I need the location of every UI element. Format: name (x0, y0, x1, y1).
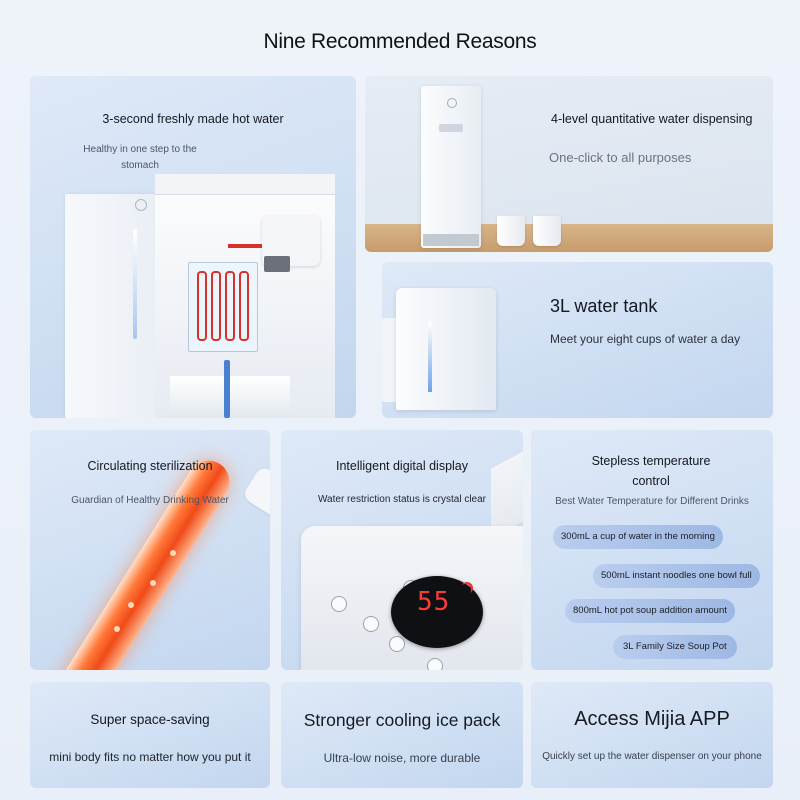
water-tank-image (396, 288, 496, 410)
card-title: Circulating sterilization (87, 459, 213, 473)
logo-icon (447, 98, 457, 108)
page-title: Nine Recommended Reasons (263, 30, 537, 53)
card-subtitle: mini body fits no matter how you put it (49, 750, 251, 764)
card-title: 3L water tank (550, 296, 658, 316)
card-space-saving: Super space-saving mini body fits no mat… (30, 682, 270, 788)
dispenser-image (421, 86, 481, 248)
card-title: Super space-saving (90, 712, 210, 727)
card-quantitative: 4-level quantitative water dispensing On… (365, 76, 773, 252)
card-subtitle: Quickly set up the water dispenser on yo… (542, 751, 762, 762)
card-title: Stronger cooling ice pack (303, 710, 501, 730)
logo-icon (135, 199, 147, 211)
cup-icon (533, 216, 561, 246)
cup-button-icon (427, 658, 443, 670)
temperature-readout: 55 (417, 587, 451, 617)
cold-pipe (224, 360, 230, 418)
volume-chip-300: 300mL a cup of water in the morning (553, 525, 723, 549)
nozzle (264, 256, 290, 272)
card-subtitle: One-click to all purposes (549, 150, 692, 165)
card-subtitle: Guardian of Healthy Drinking Water (71, 495, 229, 506)
card-hot-water: 3-second freshly made hot water Healthy … (30, 76, 356, 418)
card-title: 3-second freshly made hot water (102, 112, 284, 126)
card-title: 4-level quantitative water dispensing (551, 112, 753, 126)
cup-button-icon (331, 596, 347, 612)
outlet (439, 124, 463, 132)
wifi-icon (459, 584, 471, 596)
card-subtitle: Water restriction status is crystal clea… (317, 494, 486, 505)
dispenser-image (65, 194, 165, 418)
lamp-cap (241, 464, 270, 522)
card-title: Access Mijia APP (574, 708, 730, 730)
volume-chip-3l: 3L Family Size Soup Pot (613, 635, 737, 659)
card-title: Stepless temperature control (591, 454, 711, 488)
heater-coil-icon (188, 262, 258, 352)
card-water-tank: 3L water tank Meet your eight cups of wa… (382, 262, 773, 418)
cup-button-icon (363, 616, 379, 632)
volume-chip-500: 500mL instant noodles one bowl full (593, 564, 760, 588)
pump-base (170, 376, 290, 418)
volume-chip-800: 800mL hot pot soup addition amount (565, 599, 735, 623)
card-subtitle: Best Water Temperature for Different Dri… (555, 496, 749, 507)
card-subtitle: Ultra-low noise, more durable (323, 751, 481, 765)
card-subtitle: Meet your eight cups of water a day (550, 332, 741, 346)
cup-button-icon (389, 636, 405, 652)
card-sterilization: Circulating sterilization Guardian of He… (30, 430, 270, 670)
water-level-indicator (133, 229, 137, 339)
water-level-indicator (428, 322, 432, 392)
cup-icon (497, 216, 525, 246)
card-digital-display: 55 Intelligent digital display Water res… (281, 430, 523, 670)
card-subtitle: Healthy in one step to the stomach (83, 144, 197, 171)
card-mijia-app: Access Mijia APP Quickly set up the wate… (531, 682, 773, 788)
digital-display (391, 576, 483, 648)
card-temperature-control: Stepless temperature control Best Water … (531, 430, 773, 670)
drip-tray (423, 234, 479, 246)
uv-lamp-icon (42, 452, 238, 670)
card-title: Intelligent digital display (335, 459, 469, 473)
card-ice-pack: Stronger cooling ice pack Ultra-low nois… (281, 682, 523, 788)
